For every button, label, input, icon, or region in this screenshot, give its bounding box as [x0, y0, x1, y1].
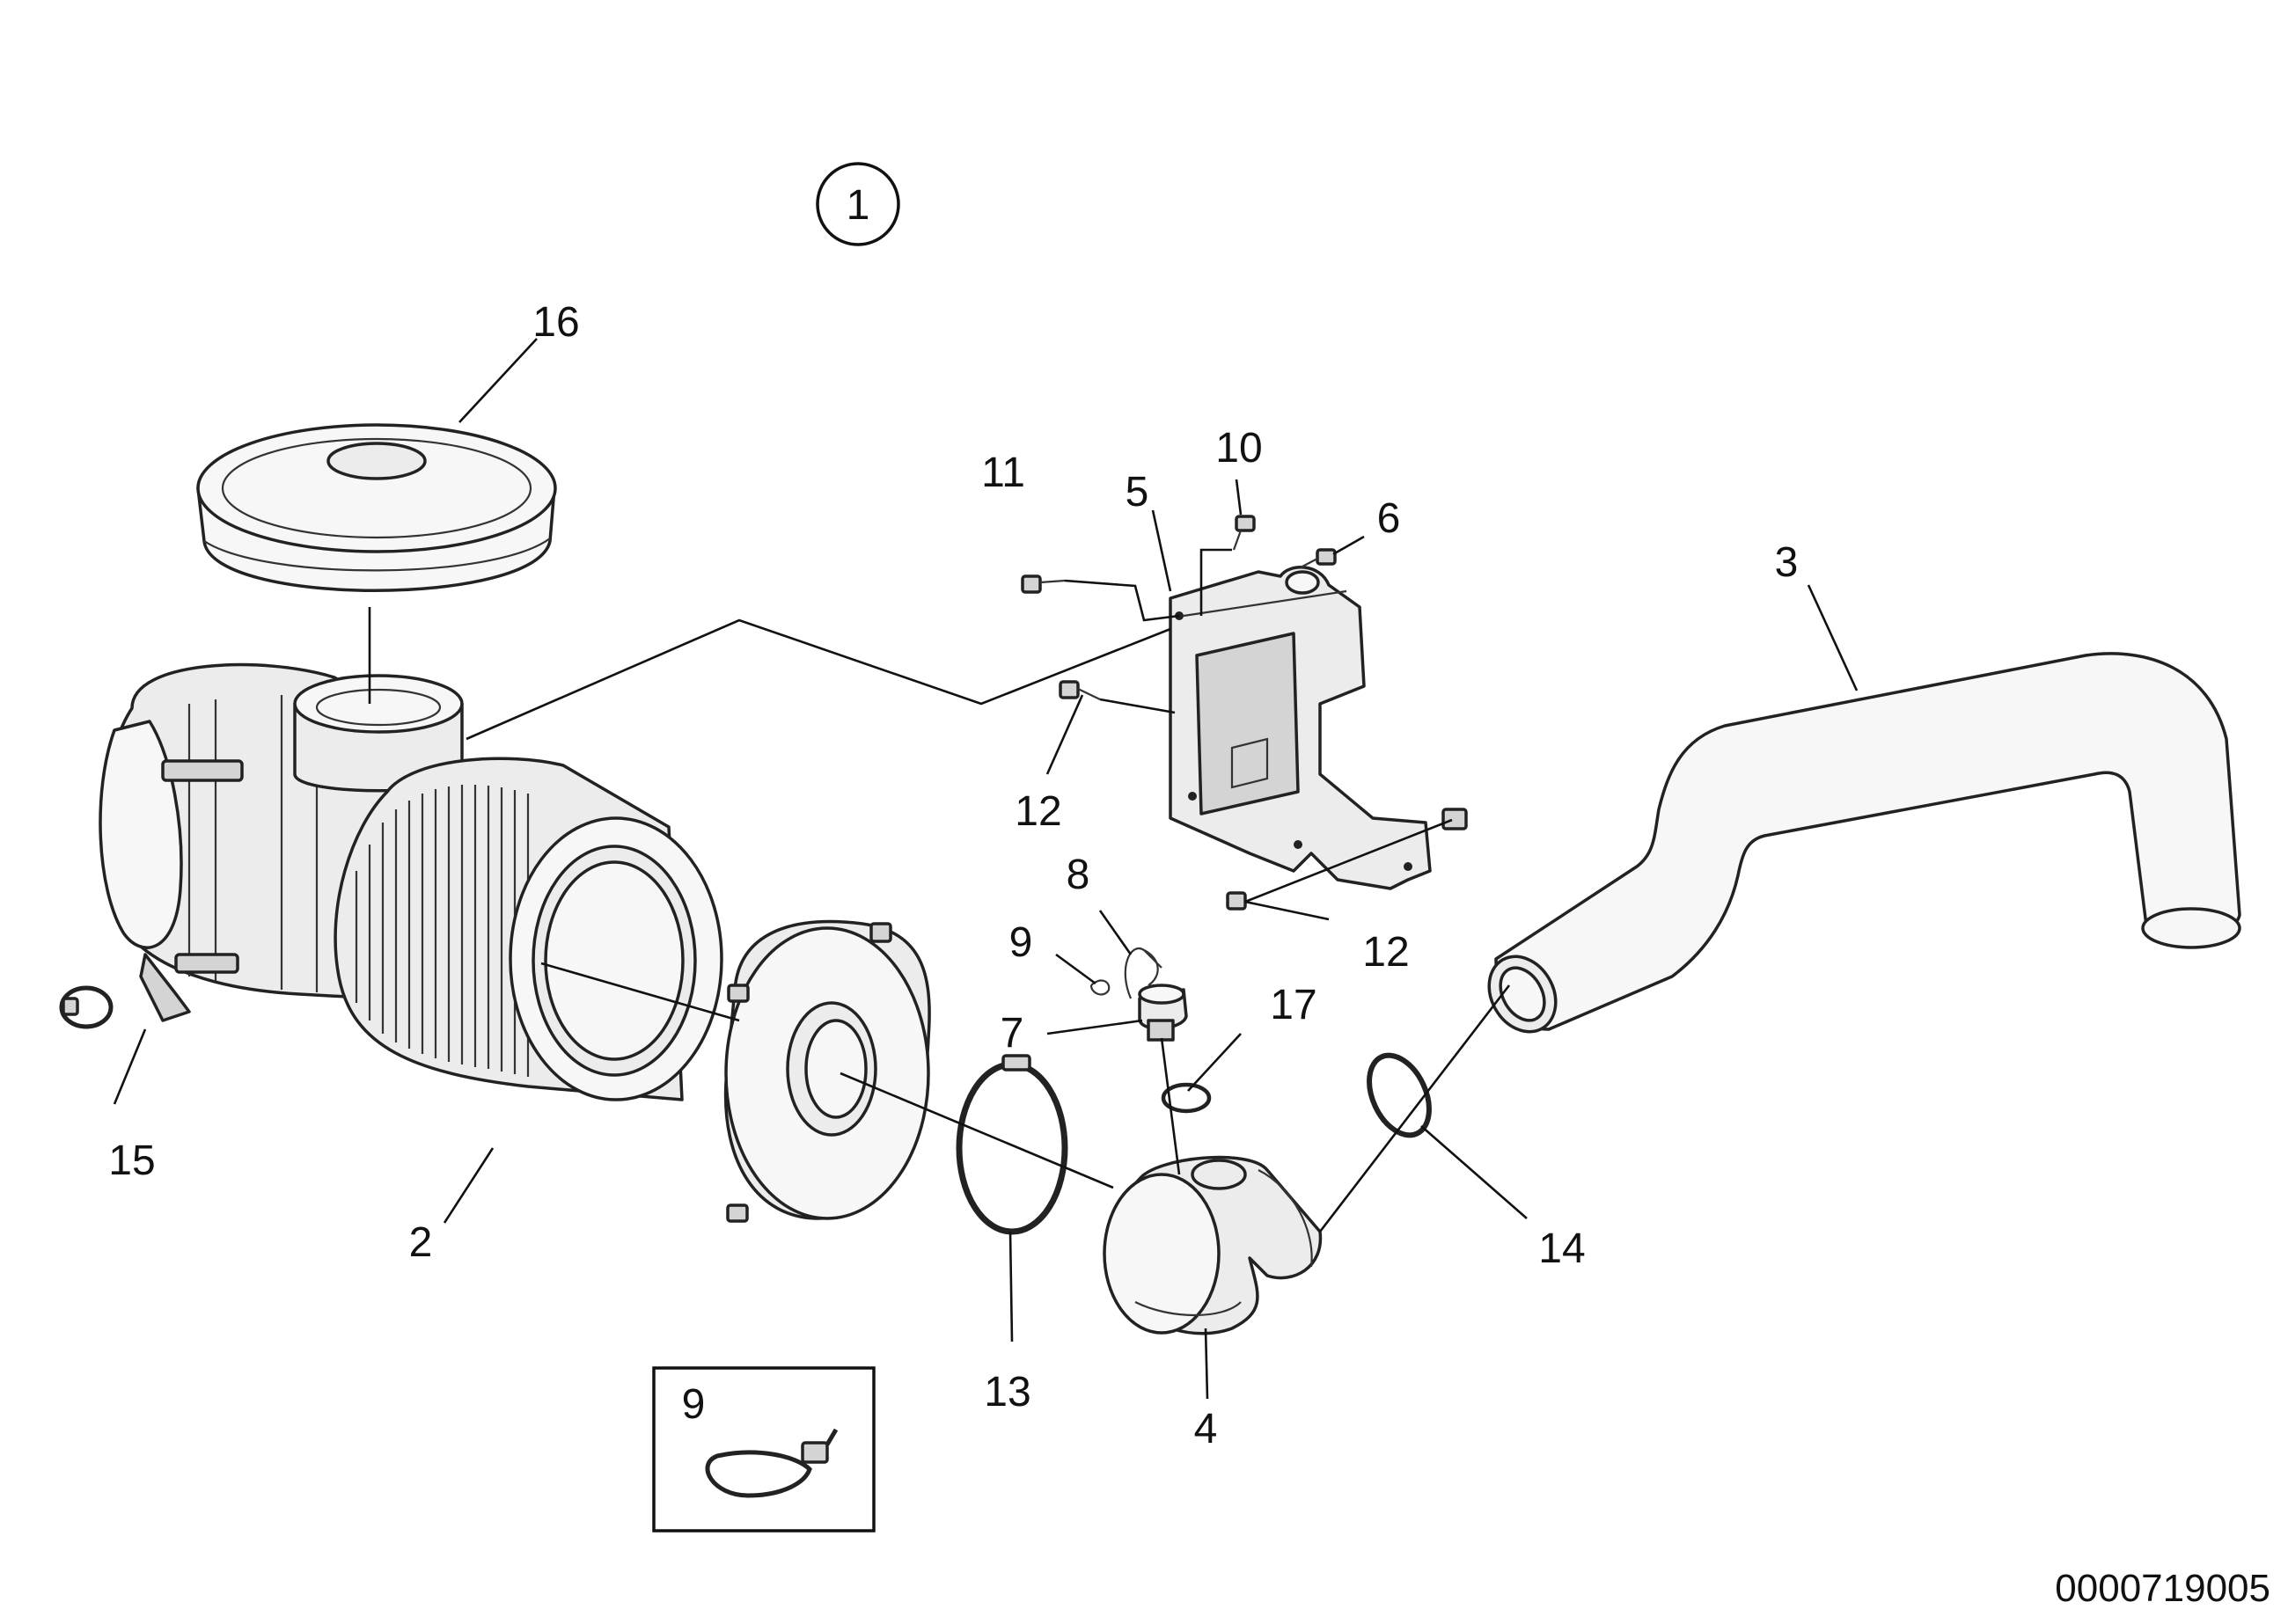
part-6-bolt: [1300, 548, 1337, 568]
callout-3: 3: [1775, 539, 1799, 586]
callout-11: 11: [981, 450, 1025, 496]
callout-15: 15: [108, 1138, 155, 1184]
callout-labels: 16 11 5 10 6 3 12 12 8 9 7 17 15 2 13 4 …: [108, 299, 1798, 1452]
callout-10: 10: [1215, 425, 1262, 472]
view-number-marker: 1: [816, 162, 900, 246]
part-2-filter-element: [334, 757, 723, 1101]
part-16-cover: [196, 423, 557, 592]
part-4-elbow-hose: [1103, 1155, 1323, 1335]
callout-7: 7: [1001, 1010, 1024, 1057]
inset-box-part-9: 9: [652, 1366, 876, 1533]
assembly-lines: [368, 548, 1511, 1233]
part-end-cover: [723, 919, 931, 1223]
document-number: 0000719005: [2055, 1567, 2270, 1610]
part-11-bolt: [1021, 574, 1066, 594]
view-number: 1: [847, 182, 870, 229]
part-10-bolt: [1232, 515, 1256, 551]
callout-4: 4: [1194, 1406, 1218, 1452]
callout-12-lower: 12: [1362, 929, 1409, 976]
part-3-inlet-hose: [1487, 652, 2241, 1034]
callout-8: 8: [1067, 852, 1090, 898]
callout-2: 2: [409, 1219, 433, 1266]
part-12-bolt-upper: [1059, 680, 1101, 700]
part-8-clip: [1124, 947, 1162, 999]
inset-cable-tie-icon: [705, 1428, 839, 1498]
inset-label: 9: [682, 1381, 706, 1428]
callout-13: 13: [984, 1369, 1030, 1416]
callout-12-upper: 12: [1015, 788, 1061, 835]
callout-5: 5: [1126, 469, 1149, 516]
callout-leaders: [113, 338, 1859, 1400]
part-14-gasket: [1367, 1052, 1432, 1138]
callout-14: 14: [1538, 1225, 1585, 1272]
part-9-cable-tie: [1089, 979, 1111, 996]
part-13-clamp: [956, 1054, 1068, 1235]
callout-6: 6: [1377, 495, 1401, 542]
part-12-bolt-lower: [1226, 808, 1468, 911]
part-5-bracket: [1169, 566, 1432, 890]
part-17-small-clamp: [1161, 1082, 1212, 1114]
part-7-valve: [1138, 984, 1188, 1042]
part-15-clamp: [59, 985, 114, 1029]
callout-9: 9: [1009, 919, 1033, 966]
callout-17: 17: [1270, 982, 1316, 1028]
callout-16: 16: [532, 299, 579, 346]
